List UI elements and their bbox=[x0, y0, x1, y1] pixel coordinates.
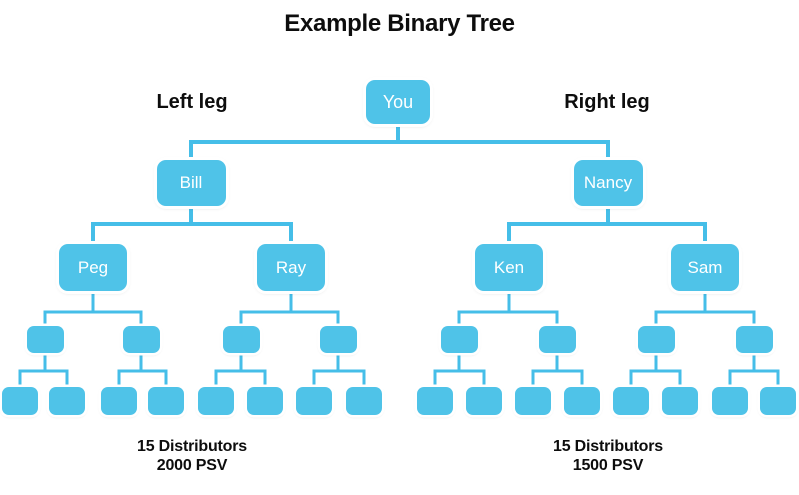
tree-node bbox=[662, 387, 698, 415]
tree-node bbox=[346, 387, 382, 415]
left-leg-label: Left leg bbox=[156, 91, 228, 113]
tree-node bbox=[760, 387, 796, 415]
tree-node bbox=[564, 387, 600, 415]
tree-node-peg: Peg bbox=[59, 244, 127, 291]
tree-node bbox=[122, 326, 160, 353]
tree-node-nancy: Nancy bbox=[573, 160, 643, 206]
tree-node-ken: Ken bbox=[475, 244, 543, 291]
tree-node bbox=[515, 387, 551, 415]
tree-node bbox=[26, 326, 64, 353]
tree-node bbox=[637, 326, 675, 353]
caption-right-line1: 15 Distributors bbox=[553, 438, 663, 455]
tree-node bbox=[440, 326, 478, 353]
caption-right-line2: 1500 PSV bbox=[572, 457, 644, 474]
tree-node bbox=[101, 387, 137, 415]
tree-node bbox=[613, 387, 649, 415]
tree-node bbox=[712, 387, 748, 415]
tree-node bbox=[148, 387, 184, 415]
caption-right: 15 Distributors 1500 PSV bbox=[553, 437, 663, 475]
tree-node bbox=[222, 326, 260, 353]
tree-node bbox=[296, 387, 332, 415]
tree-node-you: You bbox=[366, 80, 430, 124]
tree-node bbox=[319, 326, 357, 353]
tree-node bbox=[417, 387, 453, 415]
tree-node bbox=[735, 326, 773, 353]
tree-node-sam: Sam bbox=[671, 244, 739, 291]
tree-node bbox=[2, 387, 38, 415]
tree-node bbox=[247, 387, 283, 415]
caption-left-line1: 15 Distributors bbox=[137, 438, 247, 455]
caption-left-line2: 2000 PSV bbox=[156, 457, 228, 474]
tree-node-bill: Bill bbox=[156, 160, 226, 206]
right-leg-label: Right leg bbox=[564, 91, 650, 113]
tree-node bbox=[198, 387, 234, 415]
tree-node bbox=[538, 326, 576, 353]
caption-left: 15 Distributors 2000 PSV bbox=[137, 437, 247, 475]
page-title: Example Binary Tree bbox=[284, 10, 515, 37]
tree-node bbox=[466, 387, 502, 415]
tree-node-ray: Ray bbox=[257, 244, 325, 291]
tree-node bbox=[49, 387, 85, 415]
